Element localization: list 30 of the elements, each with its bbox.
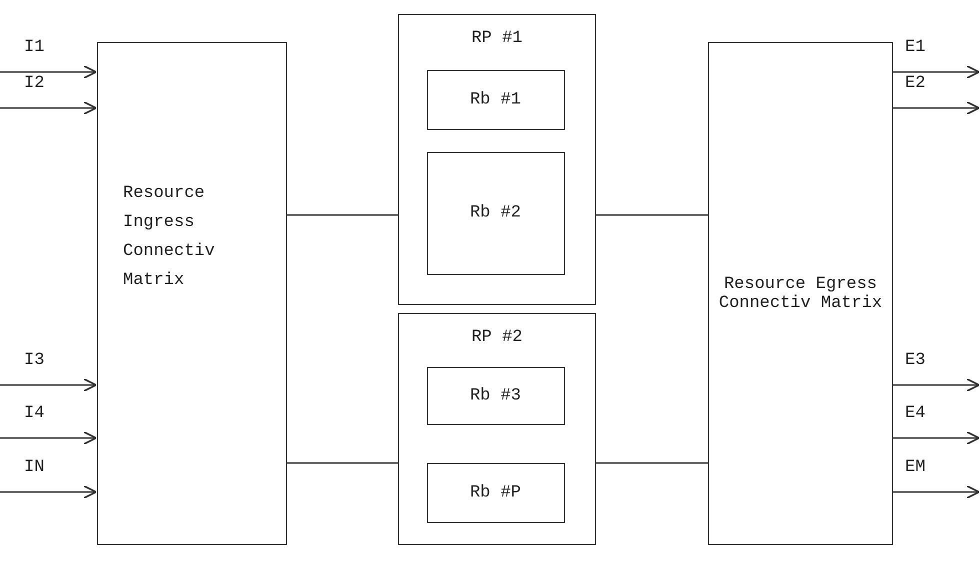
resource-pool-box: [398, 14, 596, 305]
node-label: Rb #2: [468, 204, 522, 222]
resource-block-box: [426, 462, 564, 522]
resource-block-box: [426, 70, 564, 130]
node-label: RP #2: [470, 328, 524, 347]
node-label: Rb #P: [468, 483, 522, 502]
arrow: [0, 378, 97, 392]
connector-line: [596, 214, 708, 216]
node-label: Resource Ingress Connectiv Matrix: [123, 183, 216, 292]
resource-pool-box: [398, 313, 596, 545]
arrow: [893, 485, 980, 499]
arrow: [0, 431, 97, 445]
matrix-box: [708, 42, 893, 545]
arrow: [893, 378, 980, 392]
resource-block-box: [426, 366, 564, 424]
arrow: [0, 101, 97, 115]
connector-line: [596, 462, 708, 464]
resource-block-box: [426, 152, 564, 274]
connector-line: [287, 462, 398, 464]
arrow: [893, 101, 980, 115]
matrix-box: [97, 42, 287, 545]
arrow: [0, 65, 97, 79]
arrow: [893, 431, 980, 445]
node-label: Resource Egress Connectiv Matrix: [718, 274, 884, 312]
arrow: [0, 485, 97, 499]
connector-line: [287, 214, 398, 216]
node-label: Rb #1: [468, 90, 522, 109]
node-label: Rb #3: [468, 386, 522, 405]
arrow: [893, 65, 980, 79]
node-label: RP #1: [470, 29, 524, 48]
